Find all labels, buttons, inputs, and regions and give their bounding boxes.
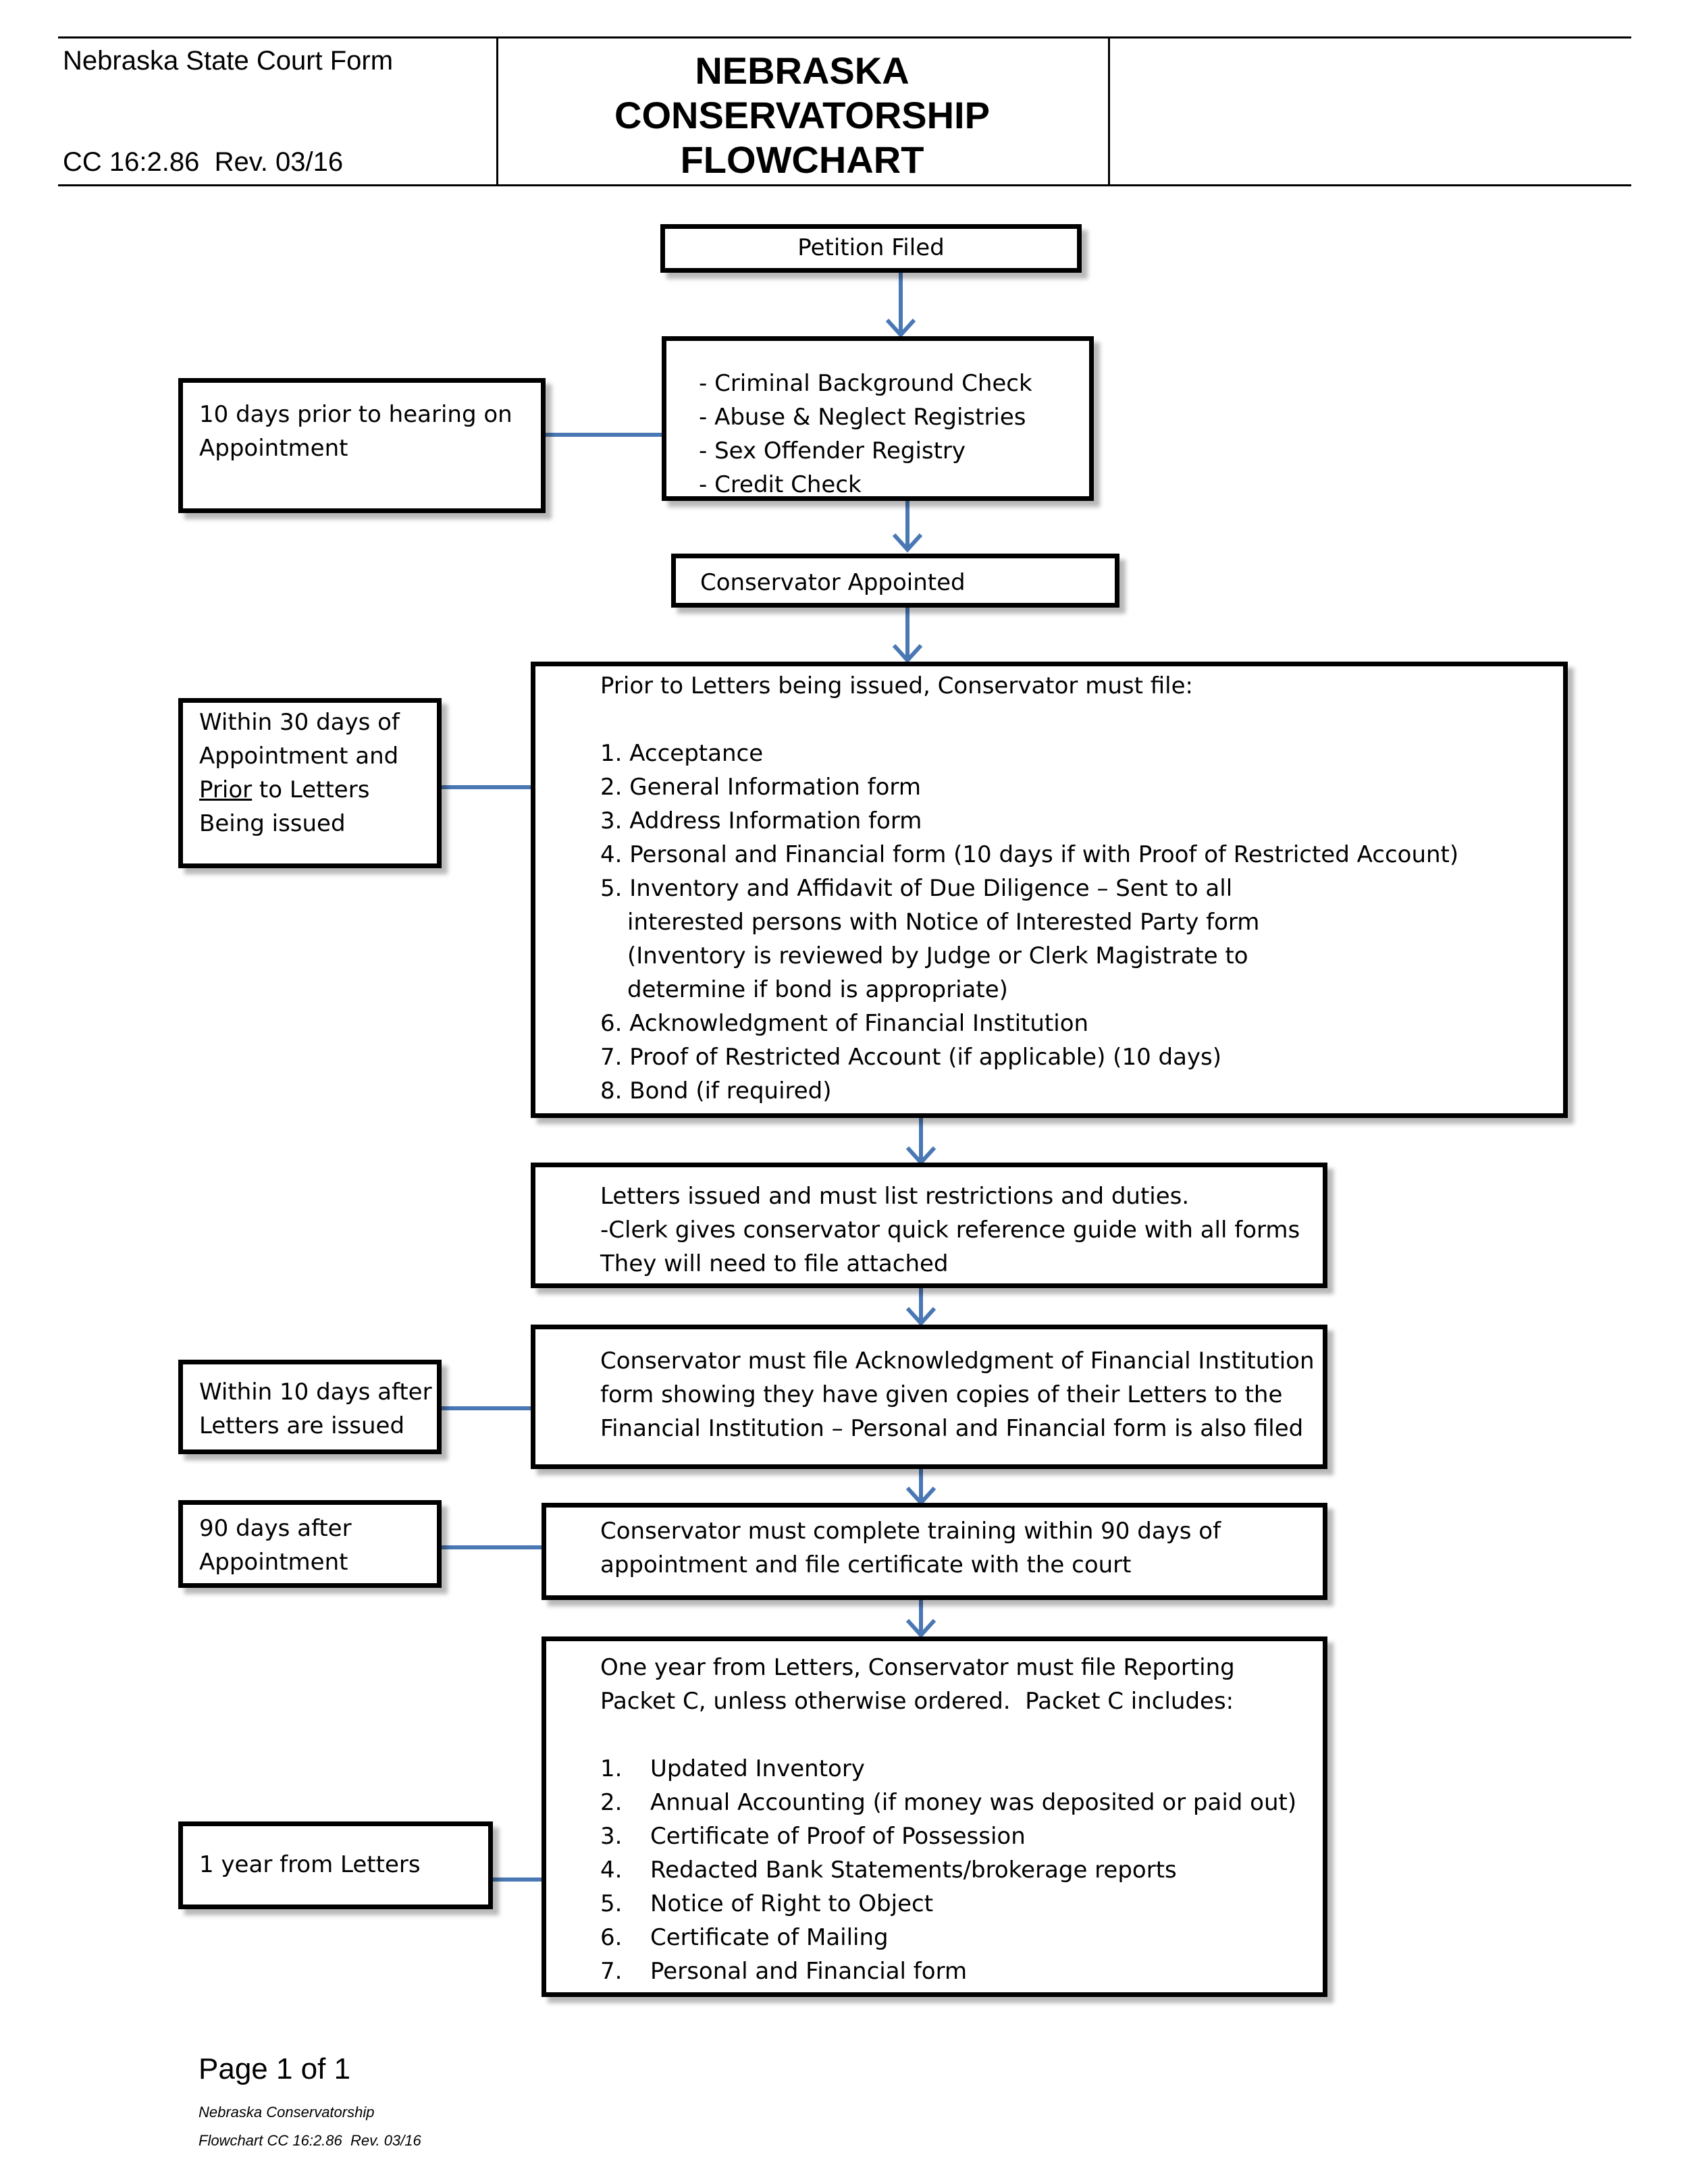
arrowhead [892, 643, 923, 664]
spacer [600, 703, 1563, 737]
packet-item-number: 6. [600, 1924, 623, 1951]
filing-item: 5. Inventory and Affidavit of Due Dilige… [600, 875, 1233, 902]
petition-filed-box: Petition Filed [660, 224, 1082, 273]
letters-line: -Clerk gives conservator quick reference… [600, 1217, 1300, 1244]
packet-item: 3. Certificate of Proof of Possession [600, 1819, 1323, 1853]
timing-line: Appointment [199, 1549, 348, 1576]
acknowledgment-line: Conservator must file Acknowledgment of … [600, 1348, 1315, 1375]
letters-line: They will need to file attached [600, 1250, 949, 1277]
training-box: Conservator must complete training withi… [542, 1503, 1327, 1600]
filing-item: 7. Proof of Restricted Account (if appli… [600, 1044, 1222, 1071]
packet-item-text: Notice of Right to Object [650, 1890, 934, 1917]
packet-item-number: 2. [600, 1789, 623, 1816]
reporting-packet-box: One year from Letters, Conservator must … [542, 1636, 1327, 1997]
timing-box-30-days: Within 30 days of Appointment and Prior … [178, 698, 442, 868]
header-divider-left [496, 36, 498, 186]
check-item: - Abuse & Neglect Registries [699, 404, 1026, 431]
filings-intro: Prior to Letters being issued, Conservat… [600, 672, 1193, 699]
title-line: NEBRASKA [695, 49, 909, 92]
acknowledgment-line: Financial Institution – Personal and Fin… [600, 1415, 1304, 1442]
filing-item: 2. General Information form [600, 774, 921, 801]
spacer [600, 1718, 1323, 1752]
check-item: - Sex Offender Registry [699, 437, 966, 464]
timing-box-1-year: 1 year from Letters [178, 1821, 493, 1909]
training-line: Conservator must complete training withi… [600, 1518, 1221, 1545]
timing-line: 10 days prior to hearing on [199, 401, 512, 428]
packet-item-text: Annual Accounting (if money was deposite… [650, 1789, 1297, 1816]
training-line: appointment and file certificate with th… [600, 1551, 1132, 1578]
title-line: CONSERVATORSHIP [614, 94, 990, 136]
packet-item: 6. Certificate of Mailing [600, 1921, 1323, 1954]
header-divider-right [1108, 36, 1110, 186]
packet-item: 1. Updated Inventory [600, 1752, 1323, 1786]
filing-item-continued: interested persons with Notice of Intere… [627, 909, 1260, 936]
acknowledgment-box: Conservator must file Acknowledgment of … [531, 1325, 1327, 1469]
filing-item: 4. Personal and Financial form (10 days … [600, 841, 1459, 868]
timing-line: Within 10 days after [199, 1379, 432, 1406]
acknowledgment-line: form showing they have given copies of t… [600, 1381, 1283, 1408]
packet-item-number: 7. [600, 1958, 623, 1985]
packet-intro-line: One year from Letters, Conservator must … [600, 1654, 1235, 1681]
packet-intro-line: Packet C, unless otherwise ordered. Pack… [600, 1688, 1234, 1715]
filing-item: 1. Acceptance [600, 740, 764, 767]
check-item: - Credit Check [699, 471, 862, 498]
background-checks-box: - Criminal Background Check - Abuse & Ne… [662, 336, 1094, 501]
form-number: CC 16:2.86 Rev. 03/16 [63, 147, 344, 177]
timing-text: to Letters [252, 776, 370, 803]
packet-item-text: Certificate of Mailing [650, 1924, 889, 1951]
header-top-rule [58, 36, 1631, 38]
packet-item: 2. Annual Accounting (if money was deposi… [600, 1786, 1323, 1819]
page-title: NEBRASKA CONSERVATORSHIP FLOWCHART [498, 49, 1107, 182]
filing-item-continued: (Inventory is reviewed by Judge or Clerk… [627, 942, 1248, 969]
packet-item: 5. Notice of Right to Object [600, 1887, 1323, 1921]
timing-line: Letters are issued [199, 1412, 405, 1439]
timing-emphasis: Prior [199, 776, 253, 803]
timing-line: Being issued [199, 810, 346, 837]
packet-item: 7. Personal and Financial form [600, 1954, 1323, 1988]
packet-item-number: 4. [600, 1857, 623, 1884]
timing-line: 90 days after [199, 1515, 352, 1542]
packet-item-text: Updated Inventory [650, 1755, 865, 1782]
filing-item: 6. Acknowledgment of Financial Instituti… [600, 1010, 1089, 1037]
arrowhead [905, 1618, 937, 1639]
timing-box-90-days: 90 days after Appointment [178, 1500, 442, 1588]
title-line: FLOWCHART [680, 138, 924, 181]
arrowhead [892, 533, 923, 553]
letters-line: Letters issued and must list restriction… [600, 1183, 1190, 1210]
timing-line: Within 30 days of [199, 709, 400, 736]
packet-item-text: Personal and Financial form [650, 1958, 968, 1985]
timing-box-hearing: 10 days prior to hearing on Appointment [178, 378, 546, 513]
timing-line: 1 year from Letters [199, 1851, 421, 1878]
conservator-appointed-label: Conservator Appointed [700, 569, 966, 596]
page-number: Page 1 of 1 [199, 2052, 351, 2085]
filing-item: 8. Bond (if required) [600, 1077, 832, 1104]
conservator-appointed-box: Conservator Appointed [671, 554, 1119, 608]
letters-issued-box: Letters issued and must list restriction… [531, 1163, 1327, 1288]
footer-doc-ref: Flowchart CC 16:2.86 Rev. 03/16 [199, 2132, 421, 2149]
packet-item-number: 3. [600, 1823, 623, 1850]
packet-item-number: 5. [600, 1890, 623, 1917]
arrowhead [885, 318, 916, 338]
packet-item-text: Redacted Bank Statements/brokerage repor… [650, 1857, 1177, 1884]
filing-item-continued: determine if bond is appropriate) [627, 976, 1008, 1003]
filing-item: 3. Address Information form [600, 807, 922, 834]
required-filings-box: Prior to Letters being issued, Conservat… [531, 662, 1568, 1118]
timing-line: Appointment [199, 435, 348, 462]
timing-line: Appointment and [199, 743, 399, 770]
timing-line: Prior to Letters [199, 773, 437, 807]
header-bottom-rule [58, 184, 1631, 186]
timing-box-10-days-after: Within 10 days after Letters are issued [178, 1360, 442, 1454]
petition-filed-label: Petition Filed [797, 234, 945, 261]
footer-doc-name: Nebraska Conservatorship [199, 2104, 375, 2121]
form-name: Nebraska State Court Form [63, 46, 394, 76]
packet-item-text: Certificate of Proof of Possession [650, 1823, 1026, 1850]
check-item: - Criminal Background Check [699, 370, 1032, 397]
packet-item-number: 1. [600, 1755, 623, 1782]
arrowhead [905, 1306, 937, 1327]
packet-item: 4. Redacted Bank Statements/brokerage rep… [600, 1853, 1323, 1887]
